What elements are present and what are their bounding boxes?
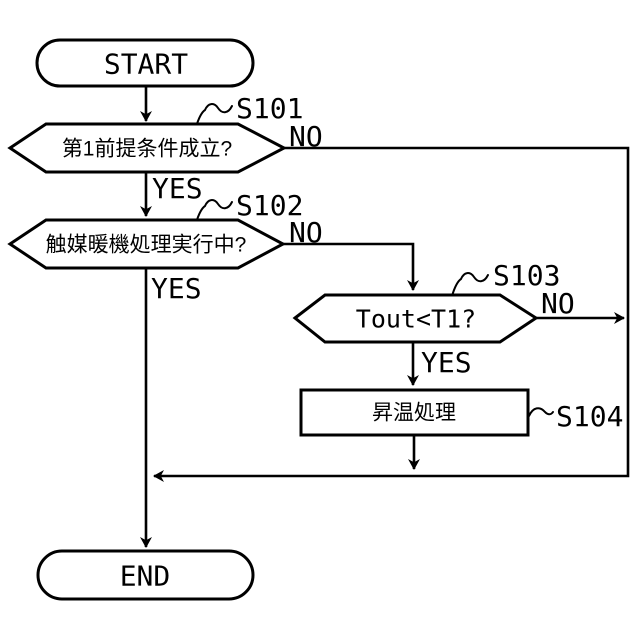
step-id-s103: S103 — [493, 259, 560, 292]
flow-s101-no-rail — [153, 146, 630, 482]
leader-squiggle-s102 — [195, 199, 233, 224]
decision-s101-shape — [7, 122, 288, 174]
leader-squiggle-s101 — [195, 103, 233, 128]
decision-s102-shape — [7, 218, 287, 270]
start-label: START — [104, 48, 188, 81]
label-no-s102: NO — [289, 216, 323, 249]
step-id-s104: S104 — [556, 400, 623, 433]
process-s104-shape — [299, 388, 530, 437]
leader-squiggle-s104 — [528, 407, 554, 417]
label-no-s103: NO — [541, 287, 575, 320]
label-yes-s103: YES — [421, 346, 472, 379]
start-terminal — [35, 38, 255, 88]
label-yes-s101: YES — [152, 172, 203, 205]
step-id-s102: S102 — [236, 189, 303, 222]
label-no-s101: NO — [289, 120, 323, 153]
decision-s103-question: Tout<T1? — [356, 305, 476, 334]
end-label: END — [120, 560, 171, 593]
decision-s103-shape — [292, 293, 539, 344]
label-yes-s102: YES — [151, 272, 202, 305]
end-terminal — [36, 549, 255, 601]
leader-squiggle-s103 — [451, 272, 489, 297]
decision-s101-question: 第1前提条件成立? — [62, 138, 232, 161]
step-id-s101: S101 — [236, 92, 303, 125]
decision-s102-question: 触媒暖機処理実行中? — [46, 234, 247, 257]
process-s104-action: 昇温処理 — [372, 402, 456, 425]
flow-s102-no-to-s103 — [283, 242, 419, 291]
